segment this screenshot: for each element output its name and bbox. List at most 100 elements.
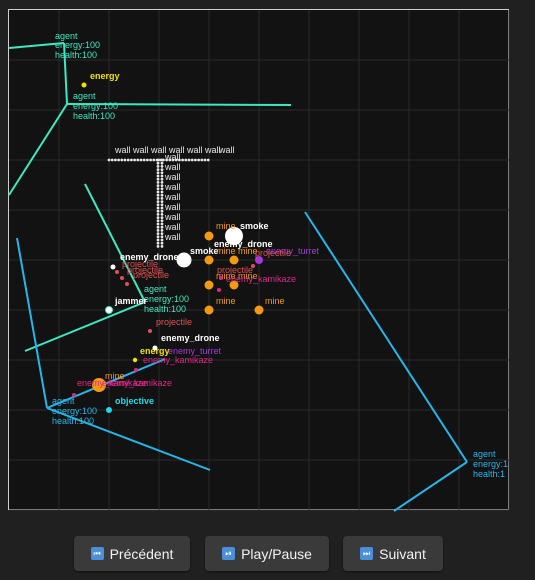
wall-segment — [156, 241, 160, 245]
agent-sensor-line — [16, 237, 48, 409]
objective-label: objective — [115, 396, 154, 406]
wall-segment — [184, 158, 188, 162]
agent-energy-stat: energy:100 — [55, 40, 100, 50]
wall-segment — [156, 197, 160, 200]
jammer-ring — [105, 306, 113, 314]
agent-sensor-line — [46, 407, 211, 471]
wall-segment — [156, 161, 160, 165]
agent-label: agent — [144, 284, 167, 294]
wall-segment — [156, 225, 160, 229]
jammer — [105, 306, 113, 314]
wall-segment — [156, 184, 160, 188]
mine-label: mine — [105, 371, 125, 381]
agent-label: agent — [52, 396, 75, 406]
wall-segment — [156, 213, 160, 216]
wall-segment — [160, 168, 164, 172]
wall-segment — [160, 229, 164, 232]
wall-segment — [160, 181, 164, 184]
wall-segment — [156, 193, 160, 197]
agent-sensor-line — [24, 301, 146, 352]
enemy-drone — [110, 264, 116, 270]
mine — [229, 255, 239, 265]
mine — [204, 231, 214, 241]
wall-segment — [156, 219, 160, 223]
wall-label: wall — [164, 192, 181, 202]
wall-segment — [156, 222, 160, 226]
enemy-kamikaze — [217, 288, 221, 292]
agent-energy-stat: energy:100 — [144, 294, 189, 304]
wall-segment — [160, 187, 164, 191]
projectile-label: projectile — [122, 259, 158, 269]
wall-label: wall — [204, 145, 221, 155]
smoke-label: smoke — [190, 246, 219, 256]
playback-controls: ⏮ Précédent ⏯ Play/Pause ⏭ Suivant — [0, 536, 535, 572]
mine — [92, 378, 106, 392]
wall-label: wall — [164, 162, 181, 172]
wall-segment — [133, 158, 136, 162]
enemy-kamikaze — [219, 276, 223, 280]
enemy-drone-label: enemy_drone — [120, 252, 179, 262]
wall-segment — [130, 158, 133, 162]
wall-segment — [156, 238, 160, 242]
wall-segment — [156, 158, 160, 162]
enemy-kamikaze-label: enemy_kamikaze — [226, 274, 296, 284]
mine-label: mine mine — [216, 271, 258, 281]
next-button[interactable]: ⏭ Suivant — [343, 536, 443, 571]
wall-label: wall — [132, 145, 149, 155]
wall-label: wall — [218, 145, 235, 155]
wall-segment — [156, 200, 160, 204]
wall-segment — [142, 158, 146, 162]
agent-sensor-line — [84, 183, 146, 303]
wall-segment — [206, 158, 210, 162]
wall-segment — [156, 187, 160, 191]
wall-segment — [156, 232, 160, 236]
wall-segment — [160, 216, 164, 220]
wall-label: wall — [164, 152, 181, 162]
wall-label: wall — [186, 145, 203, 155]
projectile-label: projectile — [255, 248, 291, 258]
energy-label: energy — [140, 346, 170, 356]
agent-label: agent — [73, 91, 96, 101]
wall-segment — [160, 161, 164, 165]
projectile — [120, 276, 124, 280]
mine-label: mine — [265, 296, 285, 306]
wall-segment — [160, 190, 164, 194]
wall-segment — [194, 158, 197, 162]
wall-segment — [160, 165, 164, 168]
previous-button[interactable]: ⏮ Précédent — [74, 536, 190, 571]
energy-label: energy — [90, 71, 120, 81]
play-pause-button[interactable]: ⏯ Play/Pause — [205, 536, 329, 571]
agent-health-stat: health:100 — [73, 111, 115, 121]
wall-segment — [156, 216, 160, 220]
enemy-kamikaze-label: enemy_kamikaze — [143, 355, 213, 365]
agent-sensor-line — [46, 358, 166, 409]
enemy-kamikaze-label: enemy_kamikaze — [102, 378, 172, 388]
agent-sensor-line — [63, 42, 68, 105]
wall-segment — [160, 193, 164, 197]
wall-segment — [120, 158, 124, 162]
wall-label: wall — [114, 145, 131, 155]
wall-segment — [156, 190, 160, 194]
wall-segment — [136, 158, 140, 162]
objective — [106, 407, 112, 413]
wall-segment — [160, 241, 164, 245]
fast-forward-icon: ⏭ — [360, 547, 374, 560]
mine — [204, 305, 214, 315]
wall-segment — [160, 225, 164, 229]
wall-segment — [139, 158, 143, 162]
wall-segment — [160, 235, 164, 239]
wall-segment — [171, 158, 175, 162]
wall-segment — [156, 177, 160, 181]
wall-segment — [149, 158, 153, 162]
enemy-drone-label: enemy_drone — [214, 239, 273, 249]
wall-segment — [156, 181, 160, 184]
wall-segment — [156, 229, 160, 232]
smoke-label: smoke — [240, 221, 269, 231]
wall-segment — [152, 158, 156, 162]
previous-label: Précédent — [109, 545, 174, 562]
smoke-cloud — [225, 227, 243, 245]
energy-pickup — [81, 82, 87, 88]
wall-segment — [181, 158, 185, 162]
agent-label: agent — [473, 449, 496, 459]
wall-segment — [146, 158, 149, 162]
